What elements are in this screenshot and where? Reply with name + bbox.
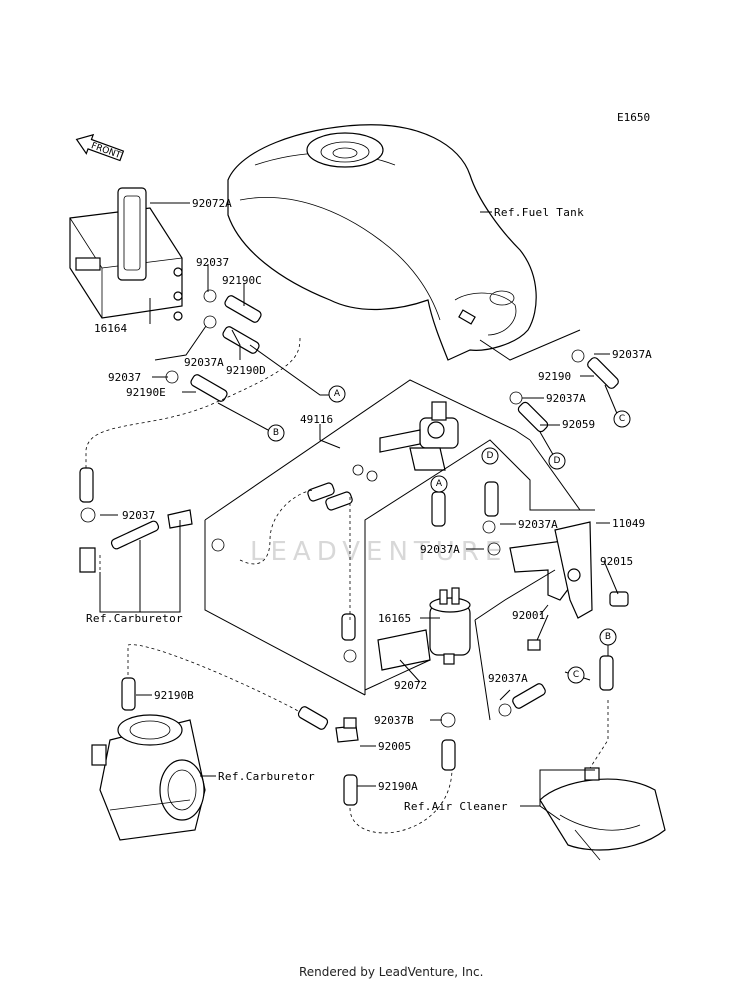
part-label-92037: 92037 <box>196 256 229 269</box>
ref-fuel-tank-label: Ref.Fuel Tank <box>494 206 584 219</box>
hoses <box>79 295 619 806</box>
leader-lines <box>99 202 619 821</box>
part-label-92037A: 92037A <box>184 356 224 369</box>
front-arrow-icon: FRONT <box>75 133 125 162</box>
connector-label: C <box>573 670 579 680</box>
connector-label: D <box>554 456 561 466</box>
part-label-92072: 92072 <box>394 679 427 692</box>
part-label-92190C: 92190C <box>222 274 262 287</box>
connector-label: A <box>334 389 341 399</box>
bracket-11049 <box>509 521 593 619</box>
diagram-code: E1650 <box>617 111 650 124</box>
air-cleaner-shape <box>539 767 666 861</box>
connector-circle-c-1: C <box>613 410 631 428</box>
part-label-92037: 92037 <box>122 509 155 522</box>
fuel-cock-49116 <box>379 401 459 471</box>
part-label-92190B: 92190B <box>154 689 194 702</box>
connector-label: D <box>487 451 494 461</box>
clips <box>80 289 585 728</box>
assembly-outline <box>204 379 595 721</box>
collar-92015 <box>609 591 629 607</box>
carburetor-shape <box>91 714 206 841</box>
canister-16164 <box>69 187 183 321</box>
part-label-92005: 92005 <box>378 740 411 753</box>
hose-routing <box>85 337 609 834</box>
bolt-92001 <box>527 614 549 651</box>
part-label-92015: 92015 <box>600 555 633 568</box>
connector-circle-c-2: C <box>567 666 585 684</box>
part-label-92037: 92037 <box>108 371 141 384</box>
footer-credit: Rendered by LeadVenture, Inc. <box>299 965 483 979</box>
part-label-92037A: 92037A <box>612 348 652 361</box>
connector-circle-a-2: A <box>430 475 448 493</box>
ref-carburetor-label: Ref.Carburetor <box>86 612 183 625</box>
part-label-92037A: 92037A <box>420 543 460 556</box>
part-label-92190E: 92190E <box>126 386 166 399</box>
connector-label: C <box>619 414 625 424</box>
connector-circle-d-1: D <box>548 452 566 470</box>
part-label-49116: 49116 <box>300 413 333 426</box>
part-label-92037A: 92037A <box>488 672 528 685</box>
part-label-11049: 11049 <box>612 517 645 530</box>
part-label-92190A: 92190A <box>378 780 418 793</box>
connector-label: B <box>273 428 279 438</box>
part-label-16165: 16165 <box>378 612 411 625</box>
fuel-tank-shape <box>227 124 537 361</box>
part-label-92059: 92059 <box>562 418 595 431</box>
part-label-92001: 92001 <box>512 609 545 622</box>
part-label-92037A: 92037A <box>546 392 586 405</box>
part-label-92037B: 92037B <box>374 714 414 727</box>
connector-circle-b-1: B <box>267 424 285 442</box>
part-label-16164: 16164 <box>94 322 127 335</box>
part-label-92072A: 92072A <box>192 197 232 210</box>
connector-circle-b-2: B <box>599 628 617 646</box>
fuel-pump-16165 <box>429 587 471 665</box>
connector-label: A <box>436 479 443 489</box>
connector-label: B <box>605 632 611 642</box>
watermark: LEADVENTURE <box>250 537 507 567</box>
part-label-92190: 92190 <box>538 370 571 383</box>
part-label-92037A: 92037A <box>518 518 558 531</box>
part-label-92190D: 92190D <box>226 364 266 377</box>
front-label: FRONT <box>90 141 123 161</box>
connector-circle-a-1: A <box>328 385 346 403</box>
ref-carburetor-label: Ref.Carburetor <box>218 770 315 783</box>
ref-air-cleaner-label: Ref.Air Cleaner <box>404 800 508 813</box>
connector-circle-d-2: D <box>481 447 499 465</box>
